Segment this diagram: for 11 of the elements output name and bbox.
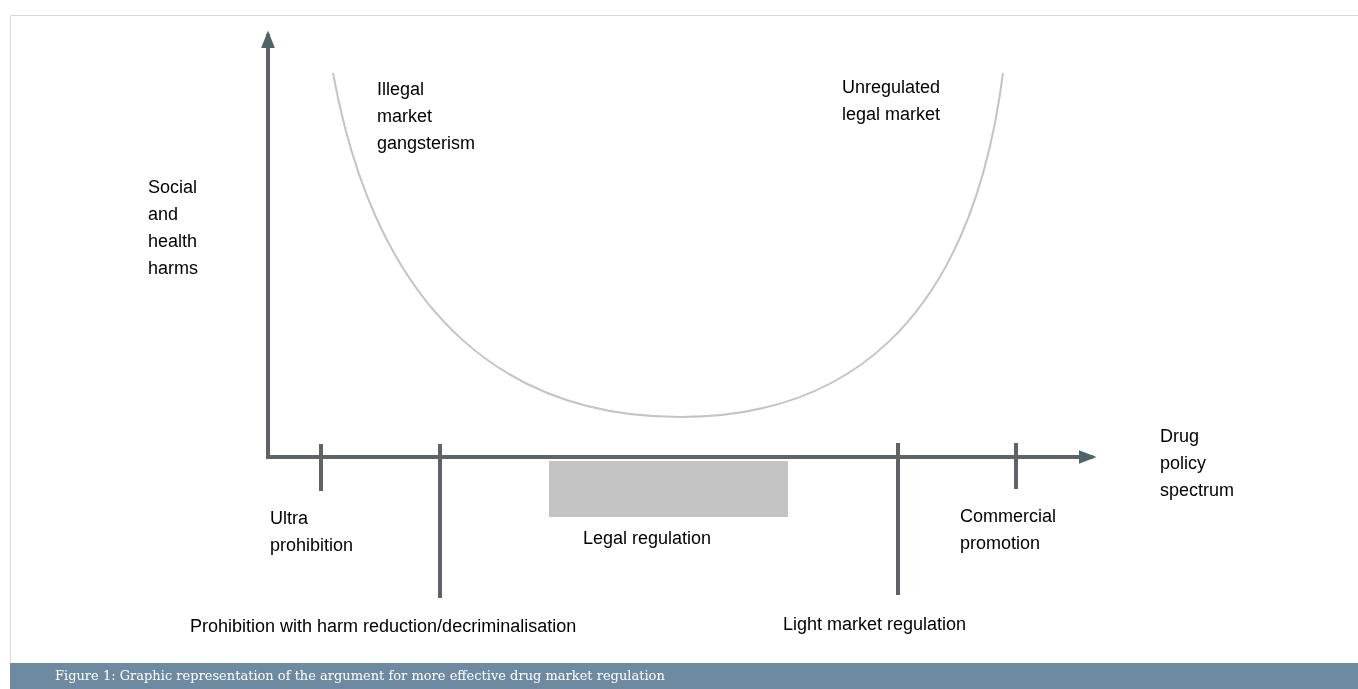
policy-label: Legal regulation <box>583 527 713 550</box>
axis-label: Drug policy spectrum <box>1160 425 1236 502</box>
axis-label: Social and health harms <box>148 176 199 280</box>
policy-label: Light market regulation <box>783 613 968 636</box>
policy-label: Commercial promotion <box>960 505 1057 555</box>
policy-label: Prohibition with harm reduction/decriminalisation <box>190 615 578 638</box>
range-bar <box>549 461 788 517</box>
curve-label: Unregulated legal market <box>842 76 942 126</box>
figure-caption: Figure 1: Graphic representation of the argument for more effective drug market regulation <box>55 667 666 685</box>
curve-label: Illegal market gangsterism <box>377 78 477 155</box>
policy-label: Ultra prohibition <box>270 507 355 557</box>
